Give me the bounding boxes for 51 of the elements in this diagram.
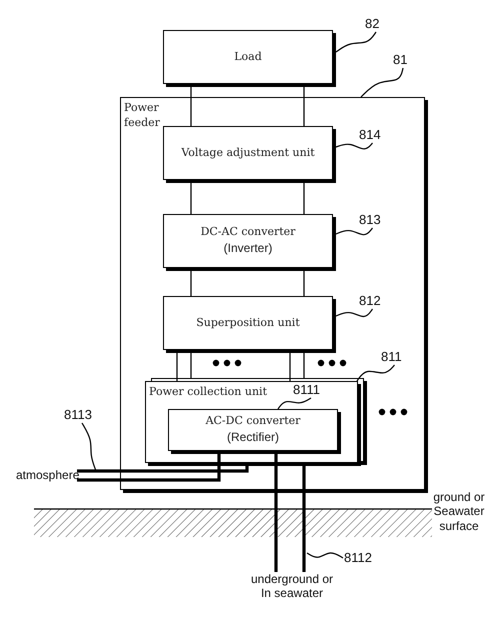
leader-line	[336, 142, 373, 150]
connection-line	[190, 183, 192, 214]
process-box	[163, 214, 333, 268]
callout-number: 8111	[293, 382, 321, 397]
electrode-wire	[274, 454, 278, 572]
connection-line	[303, 353, 305, 378]
connection-line	[303, 87, 305, 126]
process-box	[168, 409, 338, 451]
process-box	[163, 30, 333, 84]
connection-line	[303, 271, 305, 296]
medium-label: atmosphere	[16, 468, 77, 482]
callout-number: 814	[359, 127, 382, 142]
leader-line	[360, 68, 404, 98]
enclosure-box	[120, 97, 425, 490]
leader-line	[306, 552, 344, 559]
connection-line	[289, 353, 291, 381]
callout-number: 813	[359, 212, 382, 227]
connection-line	[190, 353, 192, 378]
enclosure-box	[145, 381, 358, 463]
electrode-wire	[302, 466, 306, 572]
leader-line	[336, 228, 373, 236]
box-sublabel: (Rectifier)	[226, 429, 279, 446]
callout-number: 81	[393, 52, 408, 67]
connection-line	[303, 183, 305, 214]
leader-line	[81, 422, 97, 472]
electrode-wire	[77, 466, 249, 473]
box-sublabel: (Inverter)	[224, 240, 272, 258]
process-box	[163, 296, 333, 350]
connection-line	[190, 271, 192, 296]
callout-number: 8112	[344, 550, 373, 565]
callout-number: 811	[381, 349, 403, 364]
process-box	[163, 126, 333, 180]
box-label: Load	[234, 49, 262, 65]
box-heading: Power collection unit	[149, 385, 267, 400]
box-label: AC-DC converter	[206, 413, 300, 430]
leader-line	[336, 308, 373, 318]
box-label: DC-AC converter	[200, 224, 296, 240]
callout-number: 812	[359, 293, 382, 308]
leader-line	[356, 364, 395, 382]
leader-line	[336, 32, 376, 52]
box-label: Voltage adjustment unit	[181, 145, 315, 161]
callout-number: 8113	[64, 407, 93, 422]
connection-line	[190, 87, 192, 126]
medium-label: underground or In seawater	[250, 572, 334, 601]
leader-line	[278, 398, 312, 410]
electrode-wire	[77, 454, 221, 482]
box-heading: Power feeder	[124, 101, 161, 131]
medium-label: ground or Seawater surface	[432, 490, 486, 534]
box-label: Superposition unit	[196, 315, 300, 331]
connection-line	[176, 353, 178, 381]
callout-number: 82	[365, 16, 380, 31]
